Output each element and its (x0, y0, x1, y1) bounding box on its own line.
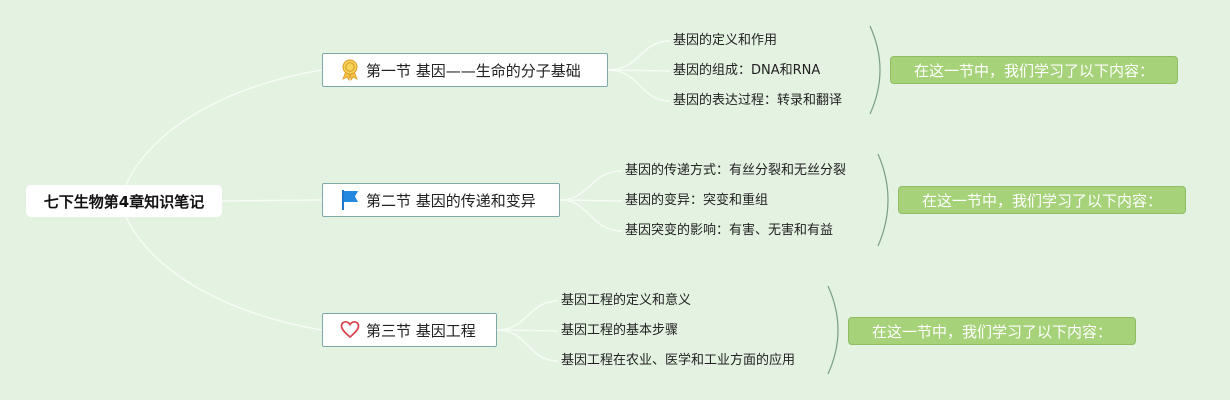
connector-s1-item-3 (607, 69, 671, 102)
connector-root-section-2 (221, 199, 323, 202)
heart-outline-icon (340, 319, 360, 341)
award-ribbon-icon (340, 59, 360, 81)
connector-s1-item-2 (607, 69, 671, 72)
connector-s3-item-2 (496, 329, 559, 332)
section-3-title: 第三节 基因工程 (366, 321, 476, 340)
section-2-title: 第二节 基因的传递和变异 (366, 191, 536, 210)
connector-s1-item-1 (607, 40, 671, 71)
section-1-summary[interactable]: 在这一节中，我们学习了以下内容： (890, 56, 1178, 84)
section-3-item-2[interactable]: 基因工程的基本步骤 (561, 323, 679, 338)
section-1-summary-text: 在这一节中，我们学习了以下内容： (913, 61, 1154, 80)
section-3-node[interactable]: 第三节 基因工程 (322, 313, 497, 347)
section-2-item-2[interactable]: 基因的变异：突变和重组 (625, 193, 769, 208)
connector-s2-item-1 (559, 170, 623, 201)
section-2-item-3[interactable]: 基因突变的影响：有害、无害和有益 (625, 223, 834, 238)
section-2-summary[interactable]: 在这一节中，我们学习了以下内容： (898, 186, 1186, 214)
connector-s3-item-1 (496, 300, 559, 331)
connector-s2-item-3 (559, 199, 623, 232)
section-1-item-1[interactable]: 基因的定义和作用 (673, 33, 778, 48)
connector-s3-item-3 (496, 329, 559, 362)
connector-s2-item-2 (559, 199, 623, 202)
section-3-item-1[interactable]: 基因工程的定义和意义 (561, 293, 692, 308)
section-3-item-3[interactable]: 基因工程在农业、医学和工业方面的应用 (561, 353, 796, 368)
section-1-item-2[interactable]: 基因的组成：DNA和RNA (673, 63, 821, 78)
section-3-summary[interactable]: 在这一节中，我们学习了以下内容： (848, 317, 1136, 345)
section-1-node[interactable]: 第一节 基因——生命的分子基础 (322, 53, 608, 87)
summary-bracket-2 (877, 153, 889, 247)
root-topic[interactable]: 七下生物第4章知识笔记 (26, 185, 222, 217)
section-1-title: 第一节 基因——生命的分子基础 (366, 61, 581, 80)
section-1-item-3[interactable]: 基因的表达过程：转录和翻译 (673, 93, 843, 108)
summary-bracket-1 (869, 25, 881, 115)
connector-root-section-1 (119, 69, 323, 202)
section-3-summary-text: 在这一节中，我们学习了以下内容： (871, 322, 1112, 341)
root-title: 七下生物第4章知识笔记 (43, 192, 205, 211)
section-2-item-1[interactable]: 基因的传递方式：有丝分裂和无丝分裂 (625, 163, 847, 178)
summary-bracket-3 (827, 285, 839, 375)
section-2-summary-text: 在这一节中，我们学习了以下内容： (921, 191, 1162, 210)
connector-root-section-3 (119, 200, 323, 331)
blue-flag-icon (340, 189, 360, 211)
section-2-node[interactable]: 第二节 基因的传递和变异 (322, 183, 560, 217)
